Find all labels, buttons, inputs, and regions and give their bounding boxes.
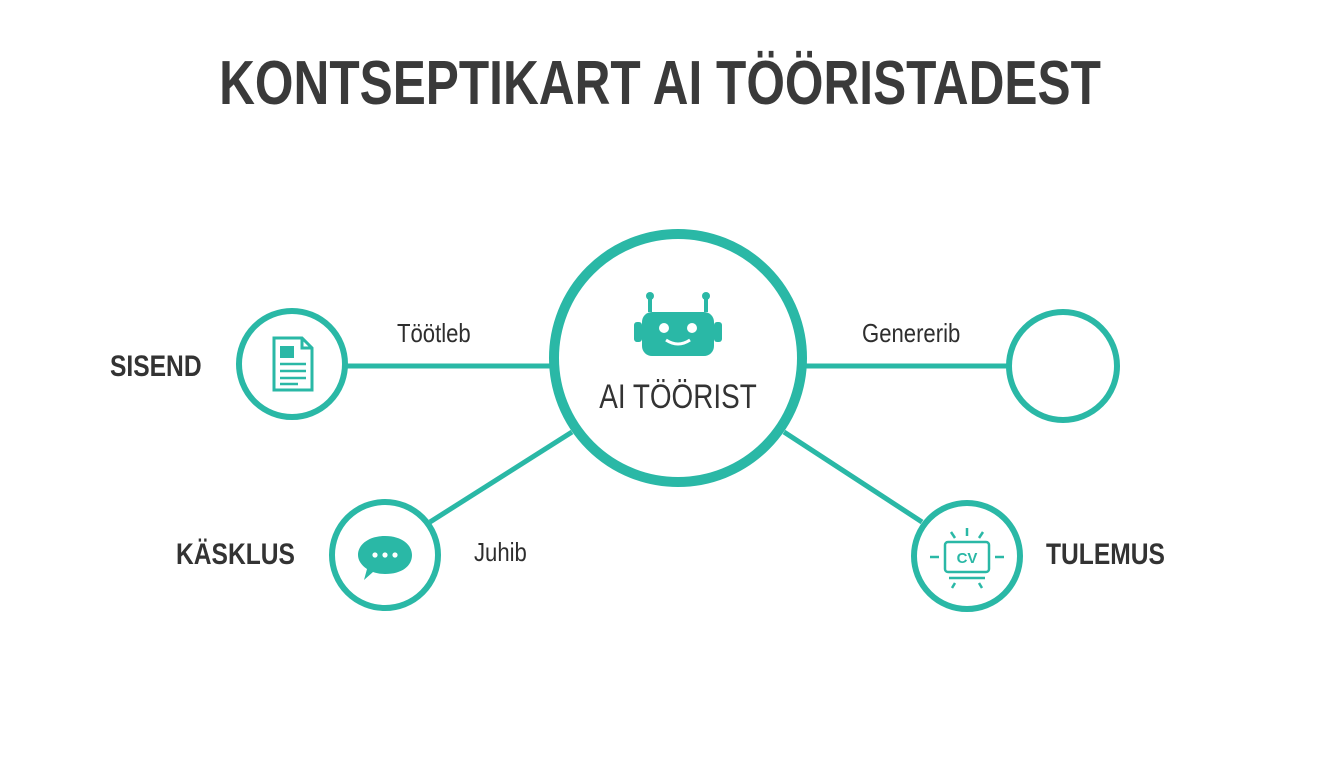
- robot-icon: [634, 292, 722, 356]
- edge-label-prompt-center: Juhib: [474, 537, 527, 567]
- document-icon: [272, 336, 314, 392]
- cv-document-icon: CV: [930, 528, 1004, 589]
- svg-text:CV: CV: [957, 550, 978, 567]
- diagram-title: KONTSEPTIKART AI TÖÖRISTADEST: [219, 49, 1101, 118]
- output-node-label: TULEMUS: [1046, 538, 1165, 571]
- empty-node: [1006, 309, 1120, 423]
- prompt-node-label: KÄSKLUS: [176, 538, 295, 571]
- chat-bubble-icon: [358, 536, 412, 580]
- edge-center-output: [782, 429, 924, 525]
- output-node: [911, 500, 1023, 612]
- input-node-label: SISEND: [110, 350, 202, 383]
- center-node: [549, 229, 807, 487]
- center-node-label: AI TÖÖRIST: [599, 378, 757, 416]
- edge-prompt-center: [428, 429, 574, 525]
- edge-label-input-center: Töötleb: [397, 318, 471, 348]
- edge-label-center-empty: Genererib: [862, 318, 961, 348]
